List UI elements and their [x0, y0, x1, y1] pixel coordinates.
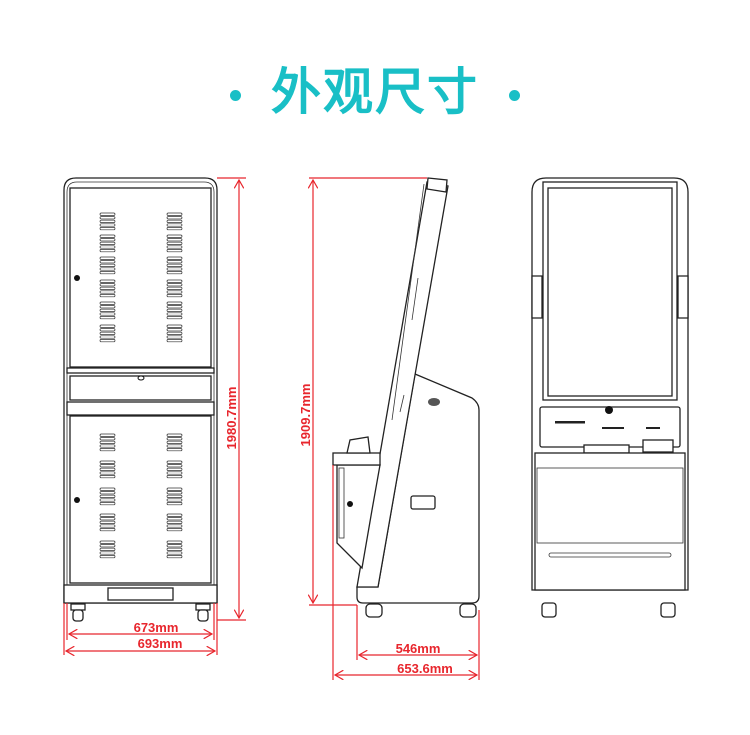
vent-slots: [99, 487, 116, 506]
vent-slots: [99, 256, 116, 275]
caster-icon: [660, 602, 676, 618]
vent-slots: [99, 433, 116, 452]
page-title: 外观尺寸: [0, 52, 750, 124]
lock-icon: [137, 375, 145, 381]
lower-door: [69, 415, 212, 584]
vent-slots: [99, 324, 116, 343]
camera-icon: [605, 406, 613, 414]
vent-slots: [166, 234, 183, 253]
front-shelf: [332, 452, 381, 466]
lower-door: [536, 467, 684, 544]
side-view: [332, 177, 480, 618]
dimension-label: 1909.7mm: [298, 384, 313, 447]
caster-icon: [459, 603, 477, 618]
touch-screen: [547, 187, 673, 397]
dimension-label: 653.6mm: [397, 661, 453, 676]
vent-slots: [99, 279, 116, 298]
vent-slots: [166, 460, 183, 479]
vent-slots: [166, 256, 183, 275]
dimension-side-depths: 546mm 653.6mm: [332, 465, 480, 680]
bullet-dot-right: [509, 90, 520, 101]
dimension-label: 546mm: [396, 641, 441, 656]
handle: [107, 587, 174, 601]
upper-door: [69, 187, 212, 368]
speaker-grille: [428, 398, 440, 406]
front-view: [531, 177, 689, 618]
dimension-back-height: 1980.7mm: [217, 177, 246, 621]
vent-slots: [99, 301, 116, 320]
knob-icon: [74, 275, 80, 281]
vent-slots: [166, 279, 183, 298]
knob-icon: [74, 497, 80, 503]
back-view: [63, 177, 218, 622]
vent-slots: [99, 513, 116, 532]
vent-slots: [166, 433, 183, 452]
caster-icon: [541, 602, 557, 618]
dimension-label: 1980.7mm: [224, 387, 239, 450]
caster-icon: [365, 603, 383, 618]
vent-slots: [99, 540, 116, 559]
dimension-label: 693mm: [138, 636, 183, 651]
vent-slots: [99, 460, 116, 479]
caster-icon: [70, 603, 86, 622]
caster-icon: [195, 603, 211, 622]
vent-slots: [99, 234, 116, 253]
vent-slots: [166, 324, 183, 343]
dimension-label: 673mm: [134, 620, 179, 635]
vent-slots: [166, 540, 183, 559]
side-handle: [410, 495, 436, 510]
side-body: [356, 373, 480, 604]
vent-slots: [99, 212, 116, 231]
vent-slots: [166, 487, 183, 506]
vent-slots: [166, 301, 183, 320]
bullet-dot-left: [230, 90, 241, 101]
dimension-back-widths: 673mm 693mm: [63, 603, 218, 655]
vent-slots: [166, 513, 183, 532]
vent-slots: [166, 212, 183, 231]
title-text: 外观尺寸: [271, 63, 479, 121]
